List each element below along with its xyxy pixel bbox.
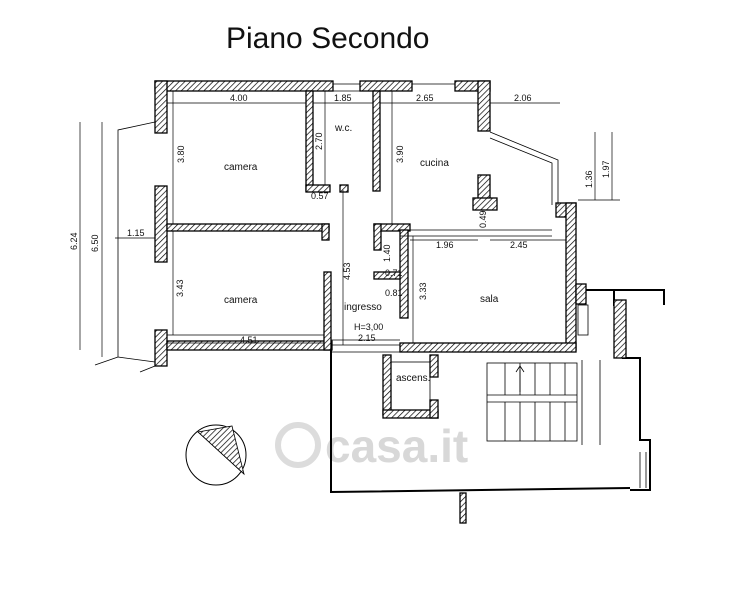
dim-1-85: 1.85 xyxy=(334,93,352,103)
dim-1-97: 1.97 xyxy=(601,160,611,178)
wall-wc-bottom-stub xyxy=(339,184,349,193)
dim-0-81: 0.81 xyxy=(385,288,403,298)
dim-4-00: 4.00 xyxy=(230,93,248,103)
room-sala: sala xyxy=(480,294,499,305)
dim-2-65: 2.65 xyxy=(416,93,434,103)
dim-1-36: 1.36 xyxy=(584,170,594,188)
stairwell xyxy=(330,289,665,524)
wall-sala-notch xyxy=(575,283,587,305)
dim-6-50: 6.50 xyxy=(90,234,100,252)
wall-elevator-left xyxy=(382,354,392,416)
wall-top-left xyxy=(154,80,334,92)
dim-2-45: 2.45 xyxy=(510,240,528,250)
dim-4-51: 4.51 xyxy=(240,335,258,345)
dim-3-33: 3.33 xyxy=(418,282,428,300)
dim-0-57: 0.57 xyxy=(311,191,329,201)
wall-bottom-left xyxy=(166,340,333,351)
watermark-text: casa.it xyxy=(325,420,468,472)
wall-stair-bottom-stub xyxy=(459,492,467,524)
dim-h-3-00: H=3,00 xyxy=(354,322,383,332)
watermark-logo-icon xyxy=(275,422,321,468)
plan-title: Piano Secondo xyxy=(226,22,430,55)
compass-icon xyxy=(185,424,247,486)
room-labels: camera w.c. cucina camera ingresso sala … xyxy=(224,123,499,384)
dim-3-43: 3.43 xyxy=(175,279,185,297)
room-ascens: ascens. xyxy=(396,373,430,384)
wall-ingresso-ledge xyxy=(373,271,401,280)
wall-wc-bottom-left xyxy=(305,184,331,193)
room-ingresso: ingresso xyxy=(344,302,382,313)
room-wc: w.c. xyxy=(334,123,352,134)
wall-camera-right xyxy=(323,271,332,351)
dim-4-53: 4.53 xyxy=(342,262,352,280)
room-cucina: cucina xyxy=(420,158,449,169)
wall-sala-right xyxy=(565,202,577,351)
watermark: casa.it xyxy=(275,420,468,472)
wall-ingresso-left xyxy=(373,223,382,251)
interior-lines xyxy=(167,83,552,353)
wall-kitchen-right xyxy=(477,80,491,132)
wall-elevator-right-low xyxy=(429,399,439,419)
wall-kitchen-right-low xyxy=(477,174,491,201)
wall-left-top xyxy=(154,80,168,134)
wall-top-middle xyxy=(359,80,413,92)
dim-3-90: 3.90 xyxy=(395,145,405,163)
exterior-walls xyxy=(154,80,587,367)
dim-0-49: 0.49 xyxy=(478,210,488,228)
dim-3-80: 3.80 xyxy=(176,145,186,163)
wall-kitchen-corner xyxy=(472,197,498,211)
dim-2-15: 2.15 xyxy=(358,333,376,343)
room-camera-top: camera xyxy=(224,162,258,173)
balconies xyxy=(94,121,559,373)
dim-2-70: 2.70 xyxy=(314,132,324,150)
wall-wc-right xyxy=(372,90,381,192)
wall-bottom-sala xyxy=(399,342,577,353)
wall-stair-right xyxy=(613,299,627,359)
wall-elevator-right xyxy=(429,354,439,378)
dim-1-96: 1.96 xyxy=(436,240,454,250)
wall-camera-divider xyxy=(166,223,330,232)
interior-walls xyxy=(166,90,411,351)
dim-0-71: 0.71 xyxy=(385,268,403,278)
wall-left-bottom xyxy=(154,329,168,367)
room-camera-bottom: camera xyxy=(224,295,258,306)
wall-camera-divider-end xyxy=(321,223,330,241)
elevator-shaft xyxy=(390,361,431,411)
dim-1-40: 1.40 xyxy=(382,244,392,262)
dim-6-24: 6.24 xyxy=(69,232,79,250)
dim-1-15: 1.15 xyxy=(127,228,145,238)
wall-wc-left xyxy=(305,90,314,192)
dimension-lines xyxy=(79,91,620,357)
dim-2-06: 2.06 xyxy=(514,93,532,103)
dimension-labels: 4.00 1.85 2.65 2.06 2.70 3.80 3.90 1.36 … xyxy=(69,93,611,345)
wall-left-middle xyxy=(154,185,168,263)
